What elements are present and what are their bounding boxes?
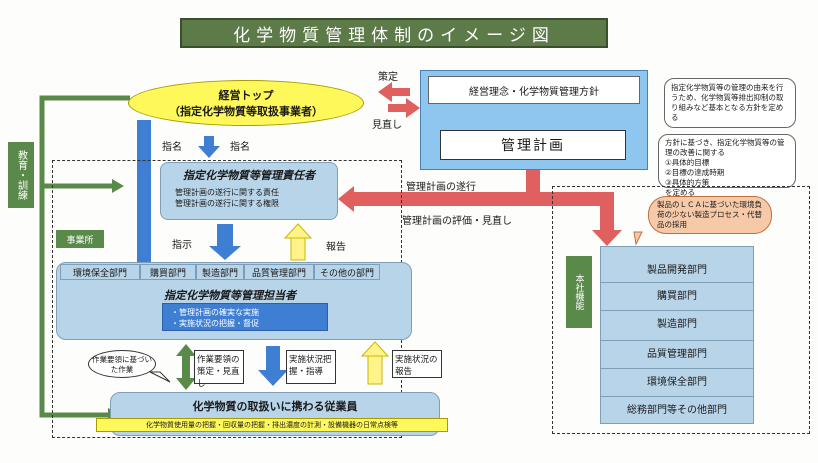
- diagram-title: 化学物質管理体制のイメージ図: [180, 18, 608, 48]
- dept-cell-3: 製造部門: [196, 264, 244, 280]
- dept-cell-4: 品質管理部門: [244, 264, 314, 280]
- hq-dept-1: 製品開発部門: [647, 264, 707, 276]
- manager-title: 指定化学物質等管理担当者: [164, 289, 296, 302]
- plan-note: 方針に基づき、指定化学物質等の管理の改善に関する ①具体的目標 ②目標の達成時期…: [658, 134, 796, 197]
- management-plan-box: 管理計画: [440, 130, 626, 160]
- manager-items: ・管理計画の確実な実施 ・実施状況の把握・督促: [162, 303, 328, 331]
- policy-note: 指定化学物質等の管理の由来を行うため、化学物質等排出抑制の取り組みなど基本となる…: [664, 78, 796, 128]
- manager-item-1: ・管理計画の確実な実施: [171, 308, 259, 317]
- responsible-box: 指定化学物質等管理責任者 管理計画の遂行に関する責任 管理計画の遂行に関する権限: [160, 162, 338, 220]
- office-label: 事業所: [56, 230, 104, 248]
- policy-box: 経営理念・化学物質管理方針: [428, 76, 640, 104]
- label-plan-exec: 管理計画の遂行: [406, 182, 476, 193]
- employees-note: 化学物質使用量の把握・回収量の把握・排出濃度の計測・設備機器の日常点検等: [96, 418, 448, 432]
- hq-dept-4: 品質管理部門: [600, 340, 754, 364]
- hq-dept-5: 環境保全部門: [600, 368, 754, 392]
- label-plan-eval: 管理計画の評価・見直し: [402, 216, 512, 227]
- manager-item-2: ・実施状況の把握・督促: [171, 319, 259, 328]
- dept-cell-2: 購買部門: [140, 264, 196, 280]
- label-shimei-1: 指名: [162, 142, 182, 153]
- label-minaoshi: 見直し: [372, 120, 402, 131]
- education-text: 教育・訓練: [15, 150, 27, 200]
- hq-label-text: 本社機能: [573, 274, 584, 310]
- responsible-item-1: 管理計画の遂行に関する責任: [175, 188, 279, 197]
- hq-boundary: [552, 186, 810, 434]
- employees-title: 化学物質の取扱いに携わる従業員: [192, 400, 358, 413]
- hq-dept-3: 製造部門: [600, 310, 754, 334]
- label-sakutei: 策定: [378, 72, 398, 83]
- education-label: 教育・訓練: [8, 142, 34, 208]
- dept-cell-1: 環境保全部門: [60, 264, 140, 280]
- hq-dept-6: 総務部門等その他部門: [600, 396, 754, 420]
- hq-label: 本社機能: [566, 256, 592, 328]
- grasp-label: 実施状況把握・指導: [286, 350, 336, 384]
- hq-bubble: 製品のＬＣＡに基づいた環境負荷の少ない製造プロセス・代替品の採用: [648, 196, 772, 234]
- hq-dept-2: 購買部門: [600, 282, 754, 306]
- label-shimei-2: 指名: [230, 142, 250, 153]
- work-bubble: 作業要領に基づいた作業: [88, 350, 156, 378]
- responsible-title: 指定化学物質等管理責任者: [183, 169, 315, 182]
- dept-cell-5: その他の部門: [314, 264, 380, 280]
- label-houkoku: 報告: [326, 242, 346, 253]
- work-label: 作業要領の策定・見直し: [194, 350, 244, 389]
- report-label: 実施状況の報告: [392, 350, 442, 378]
- hq-dept-stack: [600, 246, 754, 424]
- label-shiji: 指示: [172, 240, 192, 251]
- top-management: 経営トップ （指定化学物質等取扱事業者）: [128, 80, 364, 126]
- top-management-title: 経営トップ: [218, 89, 274, 102]
- top-management-subtitle: （指定化学物質等取扱事業者）: [169, 105, 323, 118]
- responsible-item-2: 管理計画の遂行に関する権限: [175, 199, 279, 208]
